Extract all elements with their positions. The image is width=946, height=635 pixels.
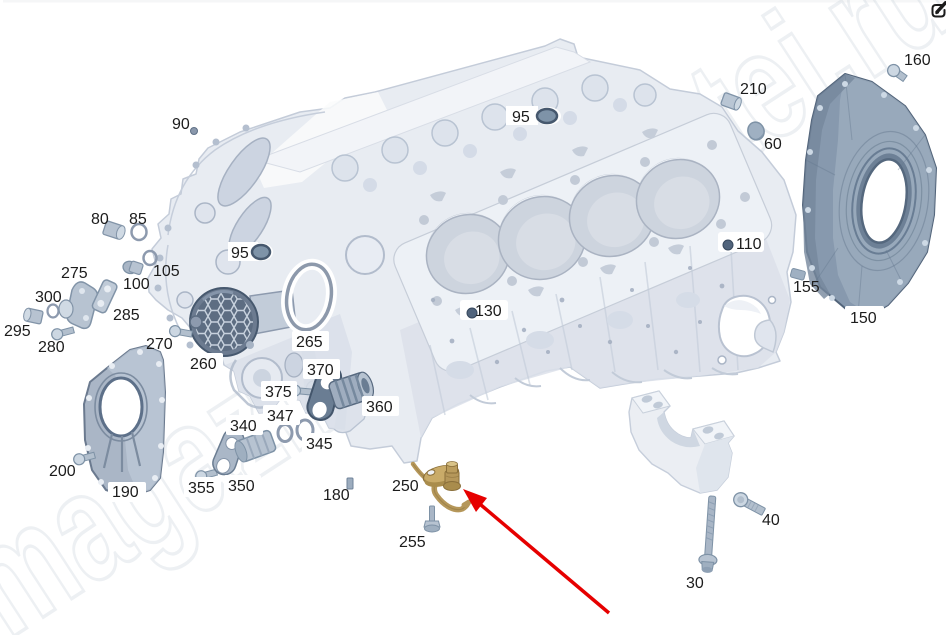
svg-text:210: 210 (740, 81, 767, 98)
svg-text:105: 105 (153, 263, 180, 280)
svg-text:200: 200 (49, 463, 76, 480)
svg-text:300: 300 (35, 289, 62, 306)
svg-text:95: 95 (231, 245, 249, 262)
svg-text:370: 370 (307, 362, 334, 379)
svg-text:347: 347 (267, 408, 294, 425)
svg-text:355: 355 (188, 480, 215, 497)
svg-text:340: 340 (230, 418, 257, 435)
svg-text:40: 40 (762, 512, 780, 529)
svg-text:270: 270 (146, 336, 173, 353)
svg-text:155: 155 (793, 279, 820, 296)
svg-text:285: 285 (113, 307, 140, 324)
svg-text:95: 95 (512, 109, 530, 126)
svg-text:90: 90 (172, 116, 190, 133)
svg-text:255: 255 (399, 534, 426, 551)
svg-text:130: 130 (475, 303, 502, 320)
svg-text:30: 30 (686, 575, 704, 592)
svg-text:160: 160 (904, 52, 931, 69)
svg-text:375: 375 (265, 384, 292, 401)
svg-text:80: 80 (91, 211, 109, 228)
svg-text:280: 280 (38, 339, 65, 356)
svg-text:260: 260 (190, 356, 217, 373)
svg-text:180: 180 (323, 487, 350, 504)
svg-text:110: 110 (736, 236, 762, 253)
svg-text:100: 100 (123, 276, 150, 293)
svg-text:150: 150 (850, 310, 877, 327)
svg-text:360: 360 (366, 399, 393, 416)
svg-text:250: 250 (392, 478, 419, 495)
svg-text:275: 275 (61, 265, 88, 282)
svg-text:350: 350 (228, 478, 255, 495)
svg-text:85: 85 (129, 211, 147, 228)
svg-text:265: 265 (296, 334, 323, 351)
svg-text:295: 295 (4, 323, 31, 340)
svg-text:345: 345 (306, 436, 333, 453)
svg-text:190: 190 (112, 484, 139, 501)
svg-text:60: 60 (764, 136, 782, 153)
